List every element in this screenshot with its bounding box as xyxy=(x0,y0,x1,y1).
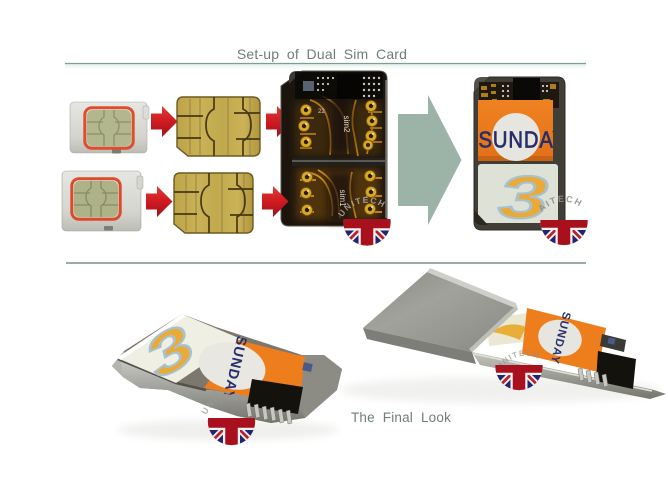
svg-text:22: 22 xyxy=(318,109,325,115)
svg-text:SUNDAY: SUNDAY xyxy=(479,126,567,153)
svg-text:sim1: sim1 xyxy=(338,190,347,207)
svg-text:sim2: sim2 xyxy=(342,116,351,133)
svg-text:Set-up of Dual Sim Card: Set-up of Dual Sim Card xyxy=(237,46,407,62)
svg-text:The Final Look: The Final Look xyxy=(351,410,451,425)
